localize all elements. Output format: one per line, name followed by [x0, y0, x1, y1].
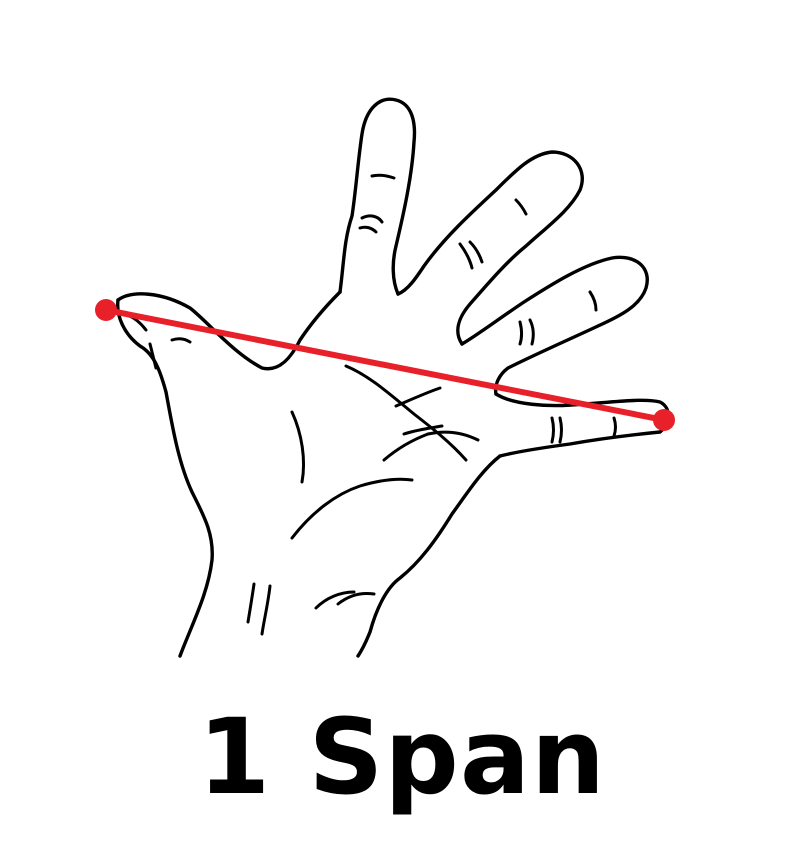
palm-line-thenar	[290, 410, 306, 484]
ring-finger-crease-2	[518, 320, 523, 346]
span-caption: 1 Span	[197, 696, 607, 818]
span-measurement	[95, 299, 675, 431]
index-finger-crease-1	[370, 173, 396, 180]
palm-line-head	[382, 432, 430, 462]
little-finger-crease-2	[550, 416, 555, 444]
thumb-underside-outline	[116, 298, 214, 658]
palm-line-mid	[426, 430, 480, 442]
wrist-crease-2	[260, 584, 272, 636]
index-finger-outline	[338, 97, 417, 296]
ring-finger-crease-3	[528, 318, 535, 346]
middle-finger-outline	[396, 150, 584, 346]
wrist-crease-1	[246, 582, 256, 624]
palm-line-base	[314, 590, 356, 610]
palm-line-life	[290, 477, 414, 540]
palm-line-heart	[394, 386, 442, 408]
middle-finger-crease-3	[468, 240, 484, 264]
thumb-and-left-palm-outline	[116, 290, 342, 371]
right-palm-outline	[356, 454, 502, 658]
middle-finger-crease-2	[458, 242, 474, 270]
thumb-knuckle-crease	[148, 342, 158, 370]
middle-finger-crease-1	[514, 198, 528, 216]
ring-finger-outline	[460, 255, 649, 396]
span-measure-line	[103, 307, 667, 423]
palm-line-lower-curve	[336, 592, 376, 606]
open-hand-drawing	[116, 97, 670, 658]
little-finger-crease-3	[558, 416, 563, 444]
index-finger-crease-3	[358, 225, 378, 234]
palm-line-upper	[344, 364, 468, 462]
span-end-marker	[653, 409, 675, 431]
little-finger-crease-1	[612, 416, 617, 438]
thumb-knuckle-crease-2	[170, 337, 192, 344]
index-finger-crease-2	[360, 214, 384, 224]
palm-line-cross	[402, 424, 444, 436]
ring-finger-crease-1	[588, 290, 598, 312]
span-start-marker	[95, 299, 117, 321]
